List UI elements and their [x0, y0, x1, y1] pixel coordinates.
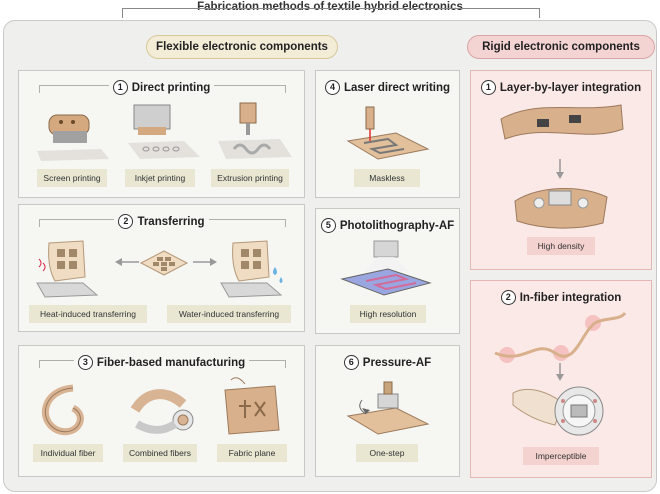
- panel-number: 4: [324, 80, 340, 95]
- inkjet-printing-icon: [128, 104, 200, 159]
- caption-high-density: High density: [527, 237, 595, 255]
- caption-high-resolution: High resolution: [350, 305, 426, 323]
- screen-printing-icon: [37, 114, 109, 161]
- panel-title-text: Direct printing: [131, 82, 211, 94]
- flexible-group-label: Flexible electronic components: [146, 35, 338, 59]
- rigid-group-label: Rigid electronic components: [467, 35, 655, 59]
- title-bracket: [122, 8, 540, 18]
- panel-number: 1: [480, 80, 496, 95]
- figure-title: Fabrication methods of textile hybrid el…: [197, 1, 463, 13]
- panel-title-text: Transferring: [137, 216, 205, 228]
- stacked-device-icon: [514, 188, 608, 229]
- fiber-cross-section-icon: [512, 386, 604, 436]
- panel-title-text: Photolithography-AF: [339, 220, 455, 232]
- chip-array-icon: [139, 250, 189, 276]
- panel-title-text: Pressure-AF: [362, 357, 432, 369]
- panel-number: 3: [77, 355, 93, 370]
- photolithography-icon: [340, 240, 432, 296]
- combined-fibers-icon: [130, 389, 194, 434]
- caption-combined-fibers: Combined fibers: [123, 444, 197, 462]
- extrusion-printing-icon: [218, 102, 292, 159]
- caption-individual-fiber: Individual fiber: [33, 444, 103, 462]
- caption-imperceptible: Imperceptible: [523, 447, 599, 465]
- glowing-fiber-icon: [494, 311, 627, 363]
- fabric-plane-icon: [224, 377, 280, 435]
- layered-fabric-icon: [500, 104, 624, 140]
- arrow-down-icon: [556, 159, 564, 179]
- panel-title-text: Layer-by-layer integration: [499, 82, 642, 94]
- panel-title-text: In-fiber integration: [519, 292, 622, 304]
- caption-fabric-plane: Fabric plane: [217, 444, 287, 462]
- panel-title-text: Fiber-based manufacturing: [96, 357, 246, 369]
- individual-fiber-icon: [41, 384, 84, 436]
- panel-number: 5: [320, 218, 336, 233]
- caption-one-step: One-step: [356, 444, 418, 462]
- panel-title-text: Laser direct writing: [343, 82, 451, 94]
- caption-screen-printing: Screen printing: [37, 169, 107, 187]
- caption-water-transfer: Water-induced transferring: [167, 305, 291, 323]
- panel-number: 6: [343, 355, 359, 370]
- caption-extrusion-printing: Extrusion printing: [211, 169, 289, 187]
- arrow-down-icon: [556, 363, 564, 381]
- panel-number: 2: [500, 290, 516, 305]
- panel-number: 2: [118, 214, 134, 229]
- arrow-right-icon: [193, 258, 217, 266]
- arrow-left-icon: [115, 258, 139, 266]
- laser-writing-icon: [346, 106, 430, 160]
- caption-maskless: Maskless: [354, 169, 420, 187]
- panel-number: 1: [112, 80, 128, 95]
- heat-transfer-icon: [36, 240, 99, 298]
- pressure-stamp-icon: [346, 381, 430, 435]
- caption-heat-transfer: Heat-induced transferring: [29, 305, 147, 323]
- water-transfer-icon: [220, 240, 283, 298]
- caption-inkjet-printing: Inkjet printing: [125, 169, 195, 187]
